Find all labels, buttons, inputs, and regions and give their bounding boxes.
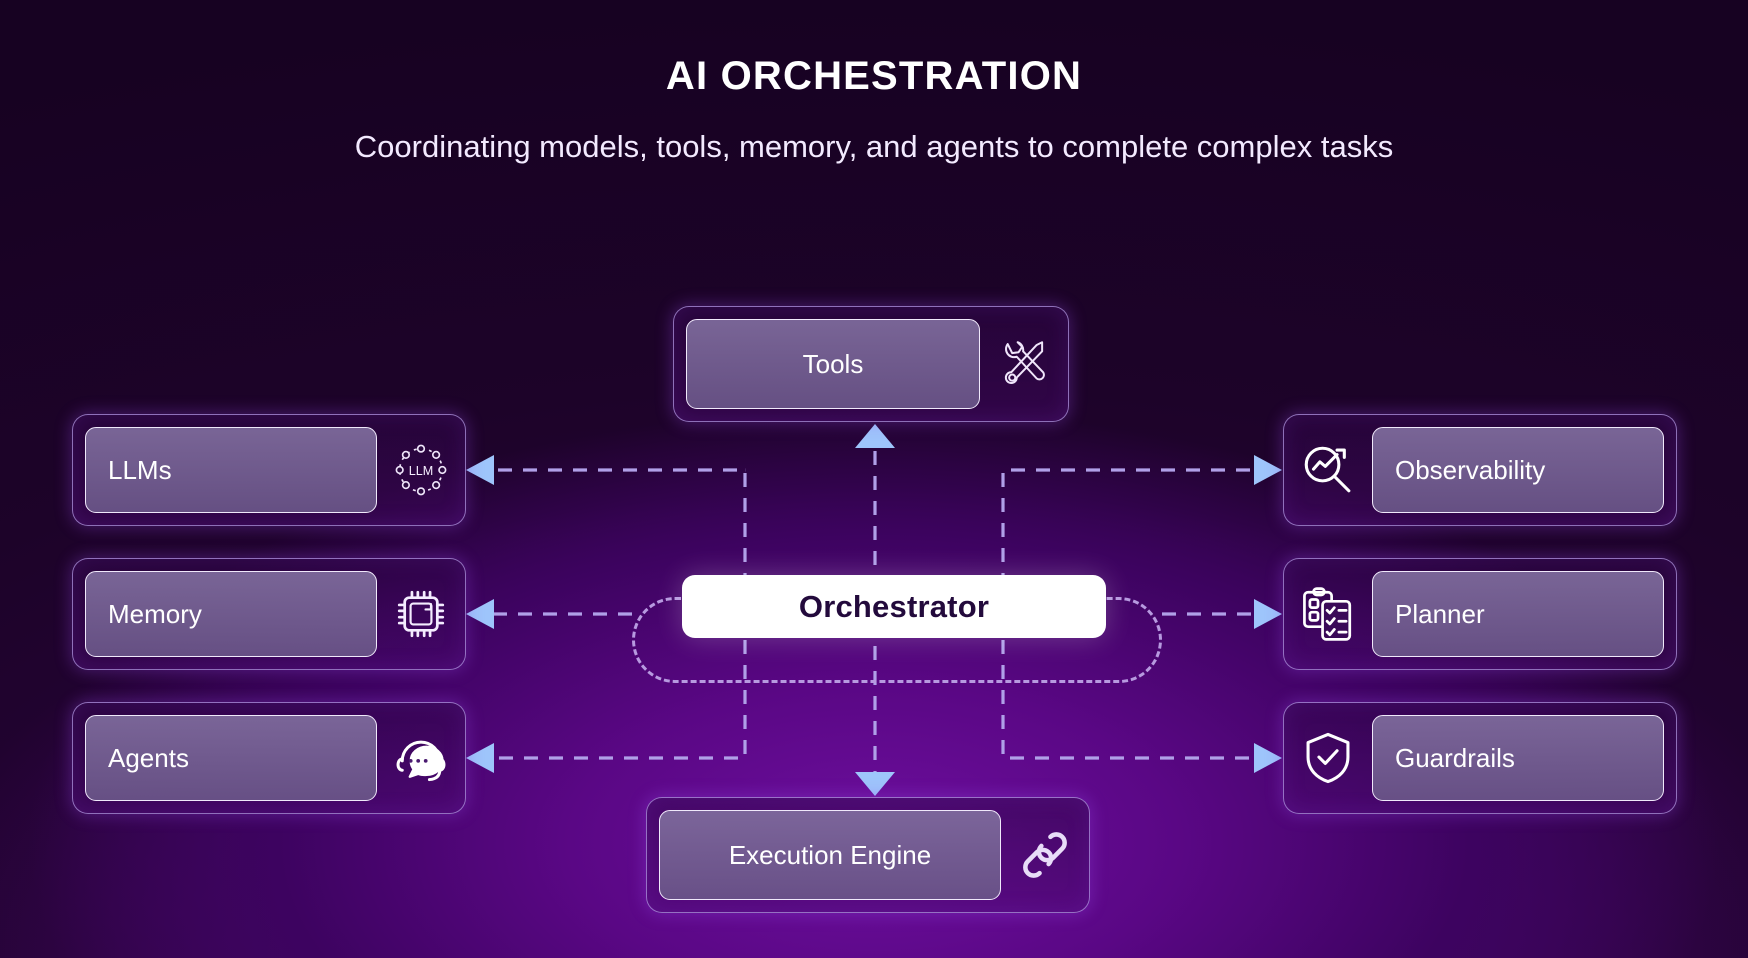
arrowhead-memory: [466, 599, 494, 629]
node-execution-engine[interactable]: Execution Engine: [646, 797, 1090, 913]
node-guardrails[interactable]: Guardrails: [1283, 702, 1677, 814]
node-execution-engine-pill: Execution Engine: [659, 810, 1001, 900]
node-llms[interactable]: LLMs LLM: [72, 414, 466, 526]
node-agents[interactable]: Agents: [72, 702, 466, 814]
headset-chat-icon: [389, 726, 453, 790]
orchestrator-label: Orchestrator: [798, 588, 990, 624]
arrowhead-tools: [855, 424, 895, 448]
magnifier-chart-arrow-icon: [1296, 438, 1360, 502]
node-llms-pill: LLMs: [85, 427, 377, 513]
node-agents-label: Agents: [108, 742, 189, 773]
page-title: AI ORCHESTRATION: [665, 54, 1083, 98]
node-planner-label: Planner: [1395, 598, 1485, 629]
clipboard-checklist-icon: [1296, 582, 1360, 646]
node-tools[interactable]: Tools: [673, 306, 1069, 422]
node-planner[interactable]: Planner: [1283, 558, 1677, 670]
node-tools-label: Tools: [802, 348, 864, 379]
orchestrator-node[interactable]: Orchestrator: [682, 575, 1106, 638]
node-memory-pill: Memory: [85, 571, 377, 657]
tools-wrench-screwdriver-icon: [992, 332, 1056, 396]
node-guardrails-label: Guardrails: [1395, 742, 1515, 773]
page-subtitle: Coordinating models, tools, memory, and …: [354, 129, 1394, 164]
arrowhead-planner: [1254, 599, 1282, 629]
node-planner-pill: Planner: [1372, 571, 1664, 657]
arrowhead-agents: [466, 743, 494, 773]
llm-icon-text: LLM: [409, 464, 433, 478]
wire-agents: [490, 640, 747, 760]
arrowhead-llms: [466, 455, 494, 485]
cpu-chip-icon: [389, 582, 453, 646]
node-memory[interactable]: Memory: [72, 558, 466, 670]
node-memory-label: Memory: [108, 598, 202, 629]
arrowhead-observability: [1254, 455, 1282, 485]
node-llms-label: LLMs: [108, 454, 172, 485]
node-observability[interactable]: Observability: [1283, 414, 1677, 526]
arrowhead-execution: [855, 772, 895, 796]
wire-observability: [1001, 468, 1258, 612]
chain-link-icon: [1013, 823, 1077, 887]
llm-network-circle-icon: LLM: [389, 438, 453, 502]
arrowhead-guardrails: [1254, 743, 1282, 773]
wire-llms: [490, 468, 747, 612]
node-agents-pill: Agents: [85, 715, 377, 801]
node-tools-pill: Tools: [686, 319, 980, 409]
shield-check-icon: [1296, 726, 1360, 790]
node-guardrails-pill: Guardrails: [1372, 715, 1664, 801]
wire-guardrails: [1001, 640, 1258, 760]
node-observability-pill: Observability: [1372, 427, 1664, 513]
node-execution-engine-label: Execution Engine: [728, 839, 932, 870]
node-observability-label: Observability: [1395, 454, 1546, 485]
